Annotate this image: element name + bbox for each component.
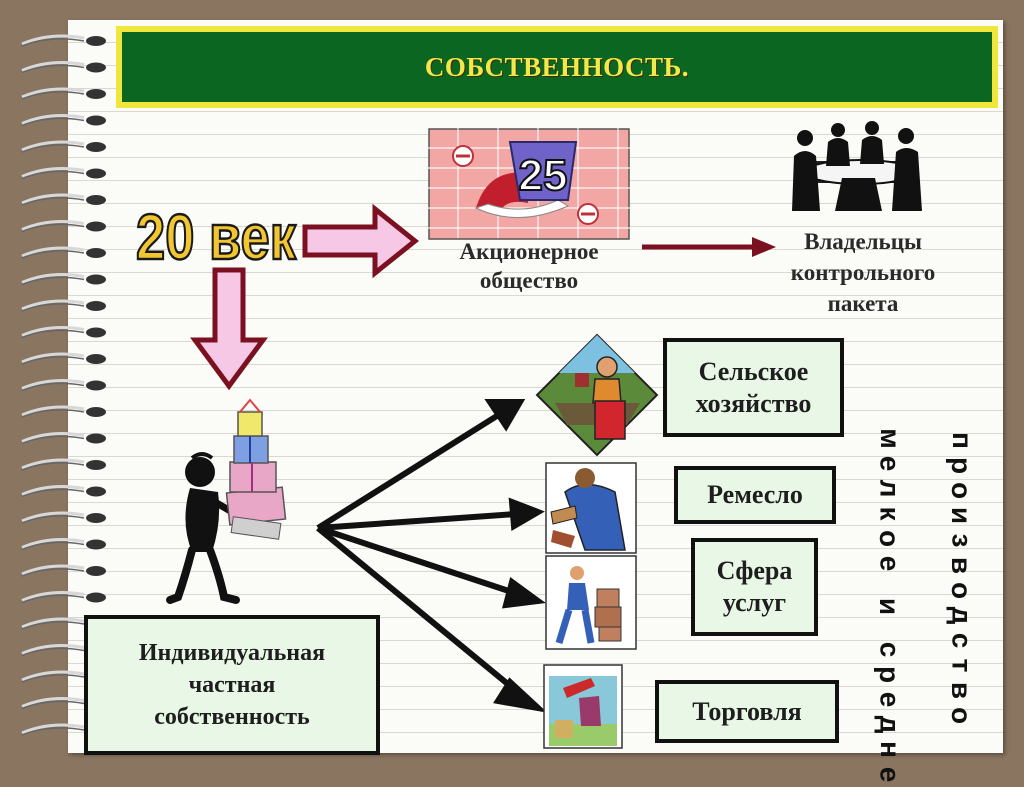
- vertical-letter: в: [946, 681, 978, 700]
- individual-box-line1: Индивидуальная: [138, 640, 326, 666]
- person-carrying-gifts-icon: [166, 398, 287, 604]
- notebook-ring-icon: [21, 511, 106, 524]
- joint-stock-company-label-line2: общество: [479, 268, 579, 293]
- arrow-to-craft: [317, 511, 517, 531]
- vertical-letter: и: [946, 506, 978, 525]
- vertical-letter: л: [874, 479, 906, 498]
- notebook-ring-icon: [21, 61, 106, 74]
- farmer-tractor-icon: [535, 333, 659, 457]
- notebook-ring-icon: [21, 167, 106, 180]
- vertical-letter: [881, 624, 899, 632]
- vertical-letter: р: [874, 665, 906, 684]
- sector-agriculture-line2: хозяйство: [695, 388, 812, 418]
- vertical-letter: т: [946, 658, 978, 673]
- notebook-ring-icon: [21, 273, 106, 286]
- notebook-ring-icon: [21, 299, 106, 312]
- vertical-letter: е: [874, 455, 906, 472]
- individual-private-property-box: Индивидуальная частная собственность: [84, 615, 380, 755]
- arrow-to-agriculture: [316, 411, 502, 531]
- notebook-ring-icon: [21, 564, 106, 577]
- arrow-to-craft-head: [508, 497, 545, 531]
- sector-box-craft: Ремесло: [674, 466, 836, 524]
- spiral-rings: [21, 34, 106, 736]
- owners-label-line2: контрольного: [790, 260, 936, 285]
- title-banner: СОБСТВЕННОСТЬ.: [116, 26, 998, 108]
- vertical-letter: и: [874, 597, 906, 616]
- share-certificate-number: 25: [519, 151, 568, 200]
- vertical-letter: о: [946, 481, 978, 500]
- notebook-ring-icon: [21, 34, 106, 47]
- vertical-letter: [881, 581, 899, 589]
- vertical-letter: з: [946, 533, 978, 548]
- notebook-ring-icon: [21, 538, 106, 551]
- vertical-letter: н: [874, 741, 906, 758]
- joint-stock-company-label: Акционерное общество: [418, 237, 640, 295]
- notebook-ring-icon: [21, 458, 106, 471]
- controlling-stake-owners-label: Владельцы контрольного пакета: [748, 226, 978, 319]
- owners-label-line1: Владельцы: [804, 229, 922, 254]
- company-to-owners-arrow: [642, 237, 776, 257]
- notebook-ring-icon: [21, 485, 106, 498]
- title-banner-inner: СОБСТВЕННОСТЬ.: [122, 32, 992, 102]
- notebook-ring-icon: [21, 591, 106, 604]
- vertical-letter: п: [946, 432, 978, 449]
- notebook-ring-icon: [21, 326, 106, 339]
- notebook-ring-icon: [21, 379, 106, 392]
- century-to-individual-arrow: [190, 267, 268, 391]
- sector-services-line1: Сфера: [716, 556, 793, 585]
- century-to-company-arrow: [302, 203, 420, 279]
- owners-label-line3: пакета: [827, 291, 899, 316]
- sector-arrows: [316, 399, 548, 713]
- vertical-letter: д: [874, 715, 906, 734]
- meeting-people-icon: [792, 121, 922, 211]
- vertical-letter: е: [874, 555, 906, 572]
- century-label-text: 20 век: [136, 201, 297, 273]
- notebook-ring-icon: [21, 193, 106, 206]
- sector-craft-label: Ремесло: [707, 480, 803, 509]
- vertical-letter: м: [874, 428, 906, 449]
- sector-box-agriculture: Сельское хозяйство: [663, 338, 844, 437]
- slide: СОБСТВЕННОСТЬ. 20 век 25: [21, 20, 1003, 783]
- individual-box-line2: частная: [188, 672, 276, 698]
- notebook-ring-icon: [21, 114, 106, 127]
- vertical-letter: д: [946, 606, 978, 625]
- sector-trade-label: Торговля: [692, 696, 802, 726]
- arrow-to-trade-head: [493, 677, 548, 713]
- sector-services-line2: услуг: [722, 588, 787, 617]
- trade-worker-icon: [543, 664, 623, 749]
- notebook-ring-icon: [21, 405, 106, 418]
- vertical-letter: р: [946, 456, 978, 475]
- arrow-to-services-head: [501, 576, 546, 609]
- century-label: 20 век: [135, 200, 298, 275]
- notebook-ring-icon: [21, 432, 106, 445]
- vertical-letter: о: [874, 529, 906, 548]
- page-title: СОБСТВЕННОСТЬ.: [424, 51, 690, 82]
- vertical-letter: к: [874, 506, 906, 521]
- vertical-letter: е: [874, 766, 906, 783]
- arrow-to-trade: [316, 525, 522, 697]
- vertical-letter: с: [874, 641, 906, 658]
- notebook-ring-icon: [21, 220, 106, 233]
- individual-box-line3: собственность: [154, 704, 310, 730]
- sector-agriculture-line1: Сельское: [698, 356, 809, 386]
- notebook-ring-icon: [21, 352, 106, 365]
- delivery-worker-icon: [545, 555, 637, 650]
- notebook-ring-icon: [21, 87, 106, 100]
- arrow-to-services: [317, 525, 519, 597]
- sector-box-trade: Торговля: [655, 680, 839, 743]
- vertical-letter: с: [946, 632, 978, 649]
- vertical-letter: в: [946, 556, 978, 575]
- vertical-letter: е: [874, 691, 906, 708]
- notebook-ring-icon: [21, 140, 106, 153]
- share-certificate-icon: 25: [428, 128, 630, 240]
- sector-box-services: Сфера услуг: [691, 538, 818, 636]
- arrow-to-agriculture-head: [484, 399, 526, 432]
- craftsman-icon: [545, 462, 637, 554]
- joint-stock-company-label-line1: Акционерное: [459, 239, 599, 264]
- notebook-ring-icon: [21, 246, 106, 259]
- vertical-letter: о: [946, 706, 978, 725]
- vertical-letter: о: [946, 581, 978, 600]
